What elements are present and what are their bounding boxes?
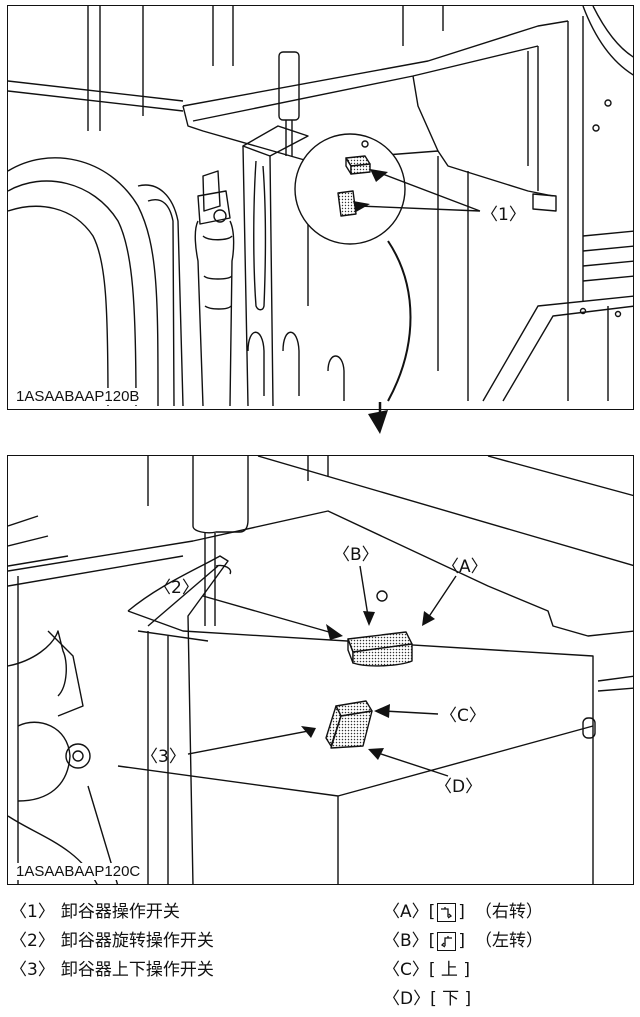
detail-illustration: 〈B〉 〈A〉 〈2〉 〈C〉 〈3〉 〈D〉 1ASAABAAP120C (7, 455, 634, 885)
callout-3-label: 〈3〉 (141, 747, 186, 767)
legend-key: 〈C〉 (383, 960, 429, 980)
legend-text: 上 (440, 960, 458, 980)
legend-text: （右转） (474, 902, 543, 922)
transition-arrow (368, 402, 388, 434)
legend-switch-names: 〈1〉 卸谷器操作开关 〈2〉 卸谷器旋转操作开关 〈3〉 卸谷器上下操作开关 (10, 898, 214, 985)
legend-key: 〈3〉 (10, 960, 55, 980)
callout-2-label: 〈2〉 (154, 578, 199, 598)
legend-key: 〈B〉 (383, 931, 429, 951)
overview-illustration: 〈1〉 1ASAABAAP120B (7, 5, 634, 410)
rotate-left-icon (437, 932, 457, 951)
legend-key: 〈2〉 (10, 931, 55, 951)
legend-switch-directions: 〈A〉 [ ] （右转） 〈B〉 [ ] （左转） 〈C〉 [ 上 ] 〈D〉 … (383, 898, 543, 1014)
figure-code-bottom: 1ASAABAAP120C (14, 863, 143, 880)
legend-item-1: 〈1〉 卸谷器操作开关 (10, 898, 214, 927)
overview-line-drawing: 〈1〉 (8, 6, 633, 407)
legend-key: 〈1〉 (10, 902, 55, 922)
legend-text: 卸谷器上下操作开关 (60, 960, 214, 980)
legend-text: 下 (442, 989, 460, 1009)
callout-b-label: 〈B〉 (333, 545, 379, 565)
callout-1-label: 〈1〉 (481, 205, 526, 225)
rotate-right-icon (437, 903, 457, 922)
legend-text: 卸谷器操作开关 (60, 902, 180, 922)
legend-item-d: 〈D〉 [ 下 ] (383, 985, 543, 1014)
callout-c-label: 〈C〉 (440, 706, 486, 726)
detail-line-drawing: 〈B〉 〈A〉 〈2〉 〈C〉 〈3〉 〈D〉 (8, 456, 633, 884)
legend-item-3: 〈3〉 卸谷器上下操作开关 (10, 956, 214, 985)
legend-item-b: 〈B〉 [ ] （左转） (383, 927, 543, 956)
callout-d-label: 〈D〉 (435, 777, 482, 797)
legend-text: 卸谷器旋转操作开关 (60, 931, 214, 951)
legend-text: （左转） (474, 931, 543, 951)
legend-key: 〈A〉 (383, 902, 429, 922)
callout-a-label: 〈A〉 (442, 557, 488, 577)
legend-item-2: 〈2〉 卸谷器旋转操作开关 (10, 927, 214, 956)
legend-item-a: 〈A〉 [ ] （右转） (383, 898, 543, 927)
legend-key: 〈D〉 (383, 989, 431, 1009)
figure-code-top: 1ASAABAAP120B (14, 388, 142, 405)
legend-item-c: 〈C〉 [ 上 ] (383, 956, 543, 985)
